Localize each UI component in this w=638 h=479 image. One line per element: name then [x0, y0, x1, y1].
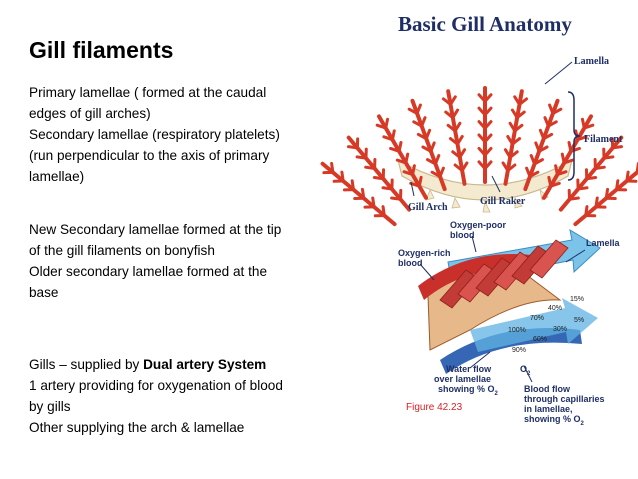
text-secondary-lamellae-1: Secondary lamellae (respiratory platelet… — [29, 127, 280, 142]
text-artery-oxygenation-1: 1 artery providing for oxygenation of bl… — [29, 378, 283, 393]
gill-filament — [477, 86, 493, 184]
gill-filaments — [320, 86, 638, 227]
text-secondary-lamellae-2: (run perpendicular to the axis of primar… — [29, 148, 270, 163]
text-new-lamellae-1: New Secondary lamellae formed at the tip — [29, 222, 282, 237]
gill-filament — [573, 162, 638, 227]
filament-bracket — [567, 91, 581, 181]
lamella-flow-illustration: 15% 40% 70% 100% 5% 30% 60% 90% Oxygen-p… — [398, 220, 621, 427]
label-oxygen-rich-2: blood — [398, 258, 423, 268]
text-artery-oxygenation-2: by gills — [29, 399, 71, 414]
lamella-bottom-pointer — [565, 249, 586, 263]
gill-filament — [558, 135, 624, 212]
text-arch-supply: Other supplying the arch & lamellae — [29, 420, 245, 435]
gill-filament — [441, 89, 469, 186]
blue-vessel — [440, 328, 582, 374]
text-older-lamellae-2: base — [29, 285, 59, 300]
oxygen-rich-pointer — [419, 263, 435, 281]
label-water-flow-2: over lamellae — [434, 374, 491, 384]
gill-filament — [523, 98, 563, 192]
gill-filament — [375, 114, 428, 200]
label-oxygen-poor-2: blood — [450, 230, 475, 240]
gill-filament — [407, 98, 447, 192]
blood-flow-pointer — [523, 365, 533, 383]
lamella-plates — [439, 239, 569, 309]
label-water-flow-1: Water flow — [446, 364, 492, 374]
label-lamella-bottom: Lamella — [586, 238, 621, 248]
pct-label: 40% — [548, 305, 562, 312]
figure-number: Figure 42.23 — [406, 402, 463, 413]
label-filament: Filament — [584, 134, 623, 145]
label-gill-arch: Gill Arch — [408, 202, 448, 213]
gill-filament — [320, 161, 397, 227]
pct-label: 100% — [508, 327, 526, 334]
lamella-plate — [529, 239, 569, 279]
label-blood-flow-4: showing % O2 — [524, 414, 585, 427]
gill-filament — [501, 89, 529, 186]
text-new-lamellae-2: of the gill filaments on bonyfish — [29, 243, 215, 258]
pct-label: 90% — [512, 347, 526, 354]
text-primary-lamellae-1: Primary lamellae ( formed at the caudal — [29, 85, 267, 100]
figure-title: Basic Gill Anatomy — [398, 12, 572, 36]
pct-label: 70% — [530, 315, 544, 322]
gill-arch-shape — [397, 158, 573, 201]
pct-label: 15% — [570, 296, 584, 303]
gill-filament — [542, 114, 595, 200]
gill-arch-pointer — [410, 181, 415, 197]
text-dual-artery-bold: Dual artery System — [143, 357, 267, 372]
pct-label: 30% — [553, 326, 567, 333]
oxygen-poor-pointer — [471, 235, 477, 253]
text-secondary-lamellae-3: lamellae) — [29, 169, 85, 184]
label-blood-flow-3: in lamellae, — [524, 404, 573, 414]
water-flow-o2-text: showing % O — [438, 384, 495, 394]
gill-raker-pointer — [491, 175, 501, 193]
label-gill-raker: Gill Raker — [480, 196, 526, 207]
text-dual-artery-prefix: Gills – supplied by — [29, 357, 144, 372]
water-flow-arrow — [470, 298, 598, 352]
label-o2: O2 — [520, 364, 531, 377]
water-flow-pointer — [469, 351, 491, 369]
o2-text: O — [520, 364, 527, 374]
water-flow-o2-sub: 2 — [495, 391, 499, 397]
label-oxygen-poor-1: Oxygen-poor — [450, 220, 507, 230]
label-oxygen-rich-1: Oxygen-rich — [398, 248, 451, 258]
label-water-flow-3: showing % O2 — [438, 384, 499, 397]
gill-filament — [346, 135, 412, 212]
text-dual-artery: Gills – supplied by Dual artery System — [29, 354, 389, 375]
lamella-pointer — [544, 61, 573, 85]
pct-label: 5% — [574, 317, 584, 324]
label-blood-flow-1: Blood flow — [524, 384, 571, 394]
blood-flow-o2-text: showing % O — [524, 414, 581, 424]
text-older-lamellae-1: Older secondary lamellae formed at the — [29, 264, 268, 279]
label-lamella-top: Lamella — [574, 56, 609, 67]
o2-sub: 2 — [527, 371, 531, 377]
gill-filaments-illustration: Lamella Filament Gill Arch Gill Raker — [320, 56, 638, 227]
blood-flow-o2-sub: 2 — [581, 421, 585, 427]
slide-title: Gill filaments — [29, 37, 174, 63]
text-primary-lamellae-2: edges of gill arches) — [29, 106, 151, 121]
pct-label: 60% — [533, 336, 547, 343]
label-blood-flow-2: through capillaries — [524, 394, 605, 404]
